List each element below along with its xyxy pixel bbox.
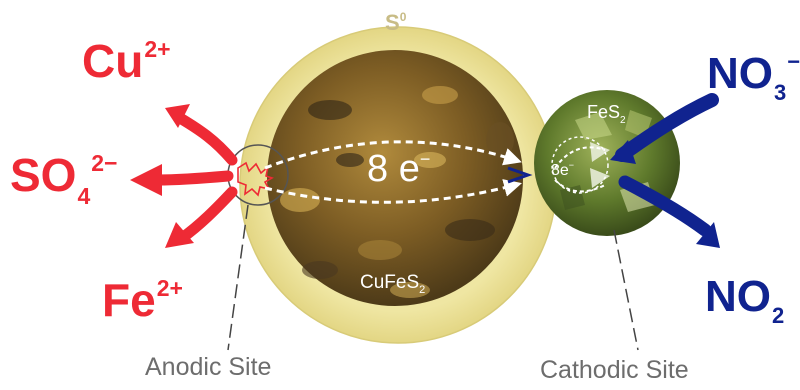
electrons-small-label: 8e−: [551, 163, 574, 179]
so4-ion-sup: 2−: [91, 150, 117, 176]
cu-ion-text: Cu: [82, 35, 143, 87]
cathodic-site-label: Cathodic Site: [540, 358, 689, 383]
pyrite-label-sub: 2: [620, 115, 626, 126]
no2-ion-sub: 2: [772, 303, 784, 328]
electrons-small-text: 8e: [551, 162, 569, 179]
arrow-to-so4: [158, 176, 228, 180]
fe-ion-label: Fe2+: [102, 277, 183, 323]
cathodic-leader: [614, 230, 638, 350]
electrons-main-label: 8 e−: [367, 150, 430, 188]
pyrite-label: FeS2: [587, 103, 626, 121]
chalcopyrite-label-text: CuFeS: [360, 272, 419, 293]
arrow-to-cu: [180, 118, 232, 160]
no3-ion-text: NO: [707, 49, 773, 98]
electrons-main-text: 8 e: [367, 148, 420, 190]
fe-ion-text: Fe: [102, 274, 156, 326]
no2-ion-text: NO: [705, 272, 771, 321]
cu-ion-sup: 2+: [144, 36, 170, 62]
cu-ion-label: Cu2+: [82, 38, 171, 84]
chalcopyrite-label: CuFeS2: [360, 273, 425, 292]
no2-ion-label: NO2: [705, 275, 784, 319]
anodic-site-label: Anodic Site: [145, 355, 271, 380]
so4-ion-text: SO: [10, 149, 76, 201]
arrow-to-fe: [182, 192, 232, 238]
so4-ion-sub: 4: [77, 183, 90, 209]
chalcopyrite-label-sub: 2: [419, 284, 425, 296]
no3-ion-label: NO3−: [707, 52, 800, 96]
electrons-main-sup: −: [420, 149, 431, 169]
anodic-leader: [228, 205, 248, 350]
fe-ion-sup: 2+: [157, 275, 183, 301]
pyrite-label-text: FeS: [587, 102, 620, 122]
sulfur-label: S0: [385, 12, 406, 34]
sulfur-label-sup: 0: [400, 10, 407, 24]
so4-ion-label: SO42−: [10, 152, 118, 198]
no3-ion-sup: −: [787, 49, 800, 74]
arrow-to-so4-head: [130, 164, 162, 196]
no3-ion-sub: 3: [774, 80, 786, 105]
electrons-small-sup: −: [569, 160, 574, 170]
sulfur-label-text: S: [385, 10, 400, 35]
